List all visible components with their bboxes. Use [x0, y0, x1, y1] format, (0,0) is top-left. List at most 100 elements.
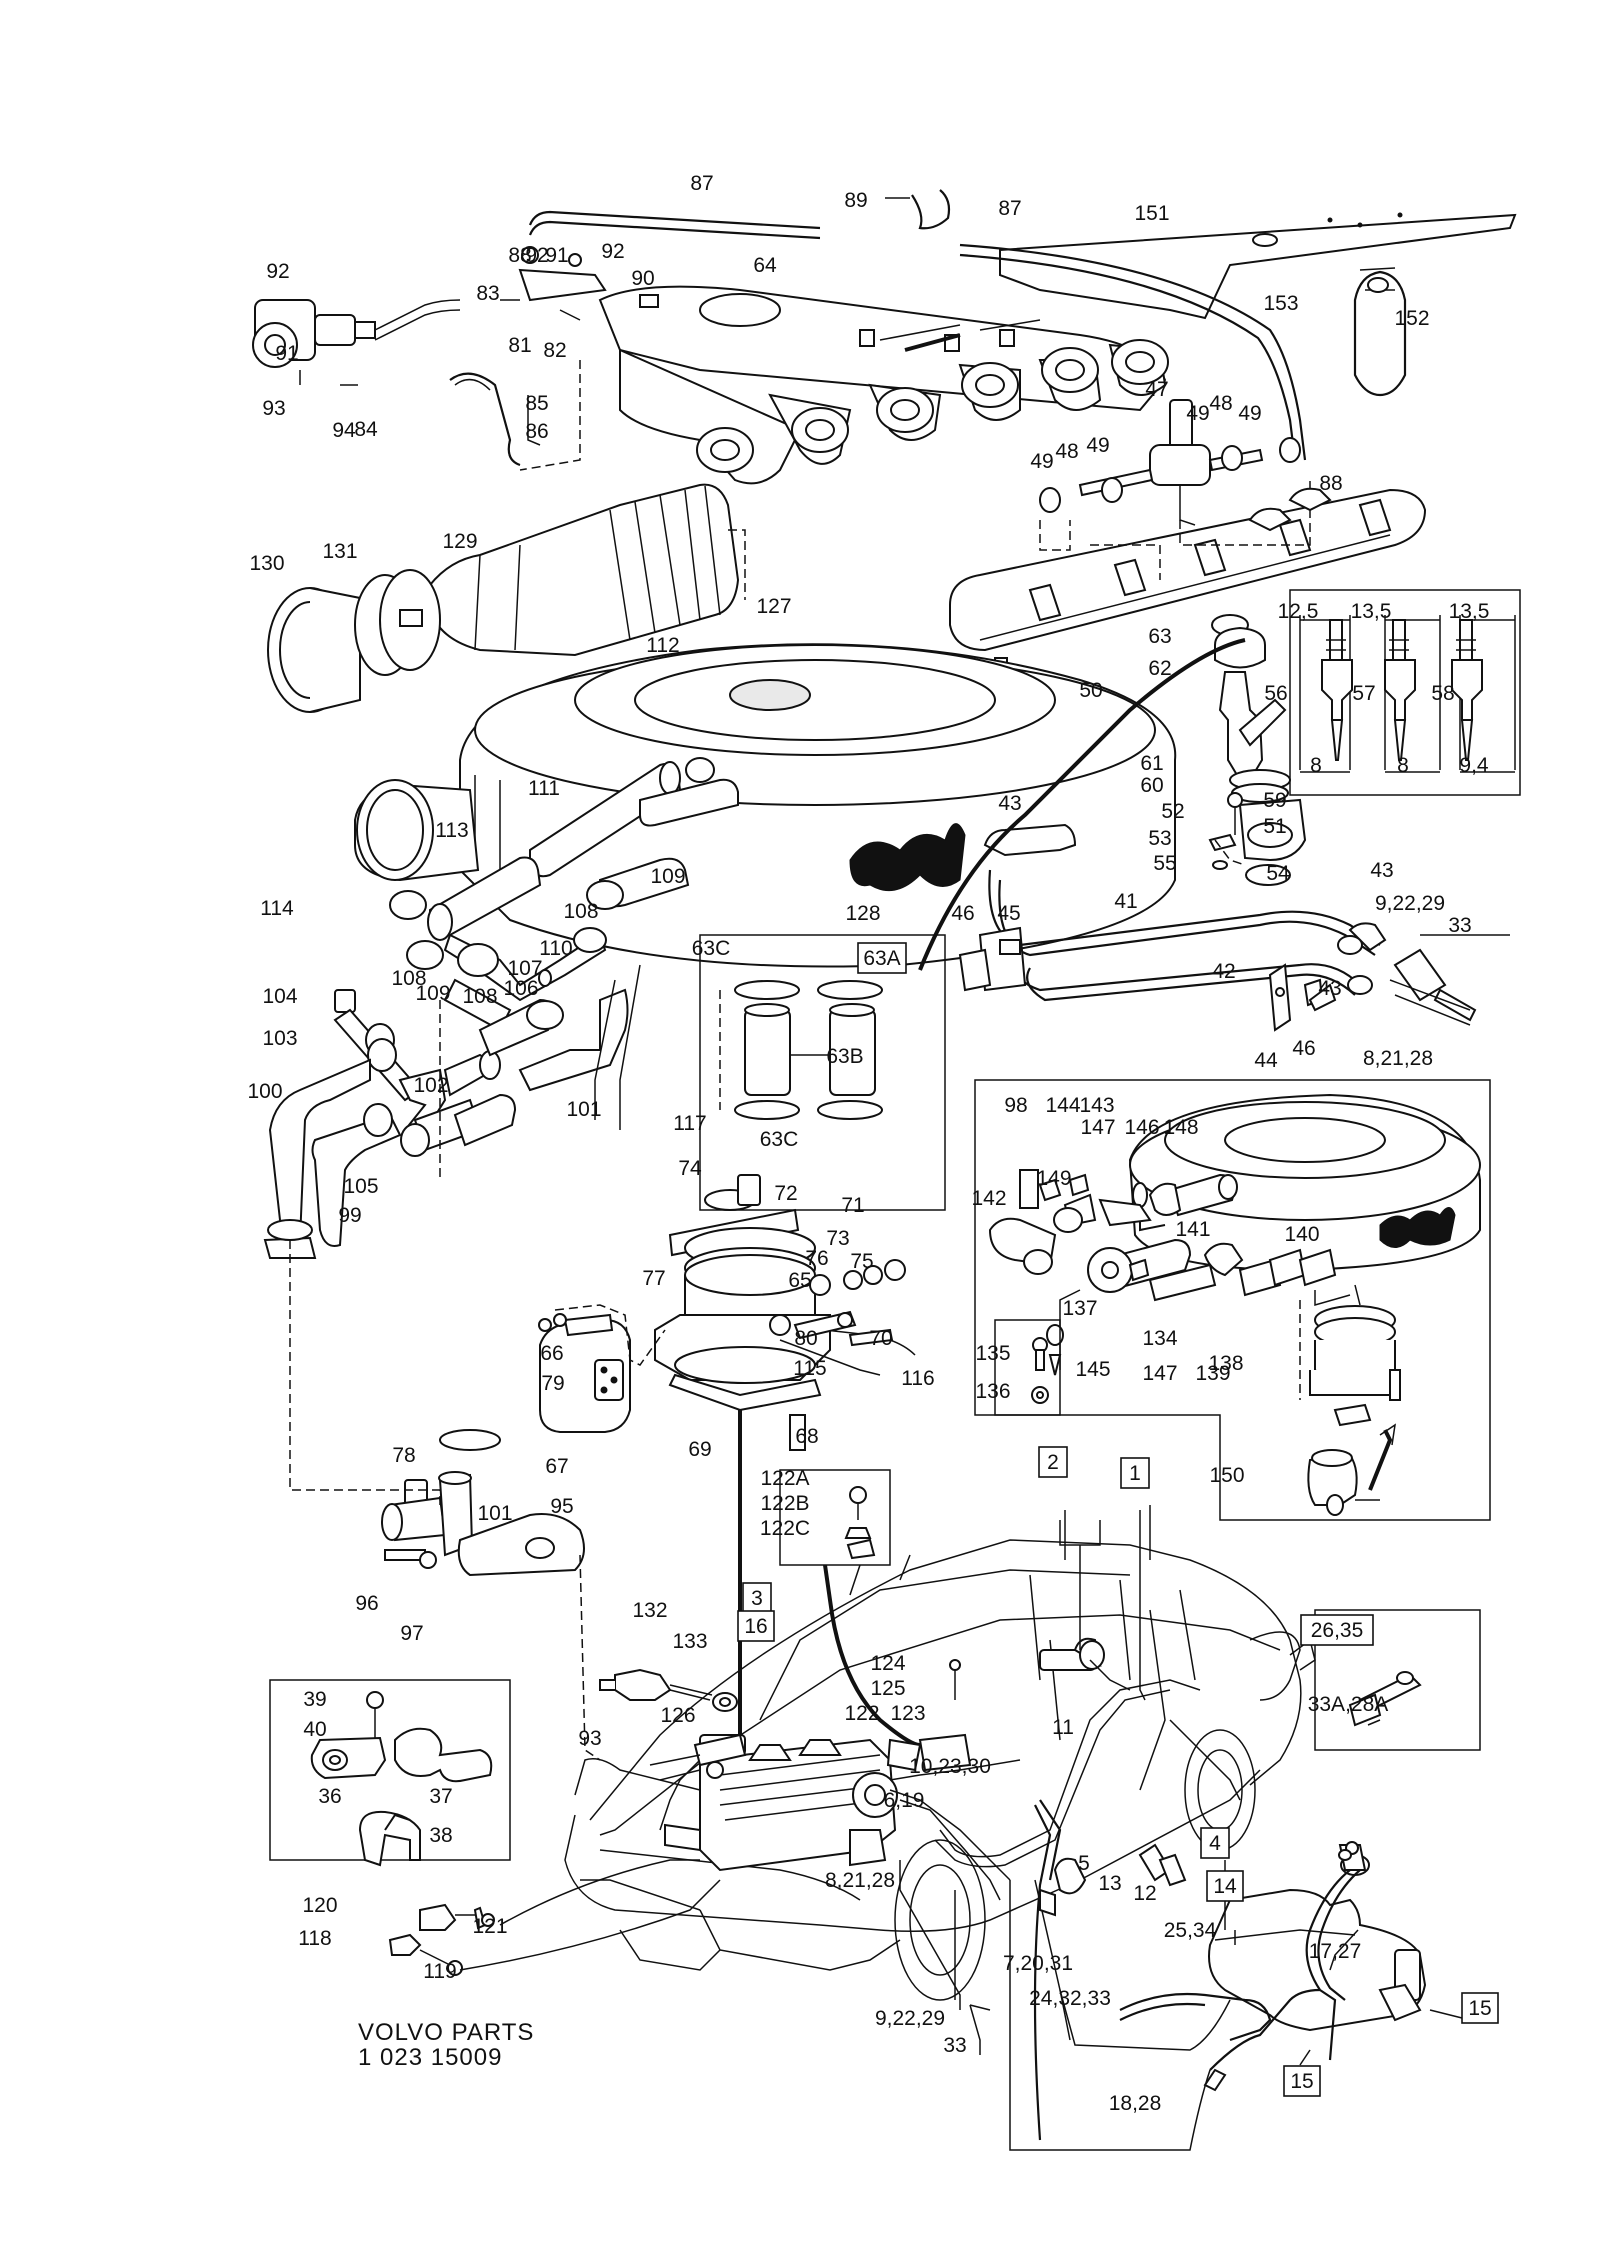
part-label: 97 — [400, 1622, 423, 1645]
part-label: 76 — [805, 1247, 828, 1270]
part-label: 4 — [1209, 1832, 1221, 1855]
part-label: 86 — [525, 420, 548, 443]
part-label: 91 — [545, 244, 568, 267]
part-label: 26,35 — [1311, 1619, 1364, 1642]
part-label: 33 — [943, 2034, 966, 2057]
part-label: 36 — [318, 1785, 341, 1808]
part-label: 17,27 — [1309, 1940, 1362, 1963]
part-label: 72 — [774, 1182, 797, 1205]
part-label: 75 — [850, 1250, 873, 1273]
part-label: 64 — [753, 254, 777, 277]
part-label: 63C — [692, 937, 731, 960]
part-label: 113 — [435, 819, 468, 842]
part-label: 101 — [566, 1098, 601, 1121]
part-label: 92 — [601, 240, 624, 263]
part-label: 38 — [429, 1824, 452, 1847]
part-label: 149 — [1036, 1167, 1071, 1190]
part-label: 120 — [302, 1894, 337, 1917]
boxed-part-label: 15 — [1283, 2065, 1321, 2097]
part-label: 14 — [1213, 1875, 1237, 1898]
part-label: 16 — [744, 1615, 767, 1638]
part-label: 85 — [525, 392, 548, 415]
fastener-box-122 — [779, 1469, 921, 1747]
part-label: 122A — [760, 1467, 809, 1490]
part-label: 100 — [247, 1080, 282, 1103]
part-label: 49 — [1186, 402, 1209, 425]
part-label: 127 — [756, 595, 791, 618]
part-label: 117 — [673, 1112, 706, 1135]
part-label: 40 — [303, 1718, 326, 1741]
part-label: 15 — [1290, 2070, 1313, 2093]
footer: VOLVO PARTS 1 023 15009 — [358, 2019, 533, 2071]
boxed-part-label: 14 — [1206, 1870, 1244, 1902]
part-label: 44 — [1254, 1049, 1278, 1072]
clamp-84 — [449, 360, 581, 471]
part-label: 87 — [690, 172, 713, 195]
part-label: 142 — [971, 1187, 1006, 1210]
part-label: 59 — [1263, 789, 1286, 812]
part-label: 126 — [660, 1704, 695, 1727]
part-label: 79 — [541, 1372, 564, 1395]
clip-detail-box — [269, 1679, 511, 1867]
part-label: 145 — [1075, 1358, 1110, 1381]
part-label: 50 — [1079, 679, 1102, 702]
part-label: 123 — [890, 1702, 925, 1725]
part-label: 128 — [845, 902, 880, 925]
part-label: 43 — [1318, 977, 1341, 1000]
part-label: 115 — [793, 1357, 826, 1380]
heat-shield-151 — [999, 212, 1517, 320]
part-label: 5 — [1078, 1852, 1090, 1875]
part-label: 129 — [442, 530, 477, 553]
part-label: 8,21,28 — [825, 1869, 895, 1892]
part-label: 62 — [1148, 657, 1171, 680]
part-label: 93 — [262, 397, 285, 420]
part-label: 152 — [1394, 307, 1429, 330]
part-label: 52 — [1161, 800, 1184, 823]
clip-152 — [1353, 267, 1407, 397]
part-label: 63B — [826, 1045, 863, 1068]
part-label: 10,23,30 — [909, 1755, 991, 1778]
part-label: 66 — [540, 1342, 563, 1365]
part-label: 63 — [1148, 625, 1171, 648]
part-label: 104 — [262, 985, 297, 1008]
part-label: 43 — [1370, 859, 1393, 882]
part-label: 103 — [262, 1027, 297, 1050]
part-label: 92 — [525, 244, 548, 267]
hose-assembly-100-107 — [263, 964, 641, 1259]
part-label: 49 — [1086, 434, 1109, 457]
part-label: 109 — [650, 865, 685, 888]
part-label: 135 — [975, 1342, 1010, 1365]
clip-89 — [885, 189, 951, 230]
part-label: 13,5 — [1449, 600, 1490, 623]
part-label: 153 — [1263, 292, 1298, 315]
part-label: 133 — [672, 1630, 707, 1653]
part-label: 71 — [841, 1194, 864, 1217]
air-filter-element-128 — [849, 823, 966, 892]
part-label: 150 — [1209, 1464, 1244, 1487]
part-label: 46 — [951, 902, 974, 925]
part-label: 140 — [1284, 1223, 1319, 1246]
part-label: 83 — [476, 282, 499, 305]
part-label: 63C — [760, 1128, 799, 1151]
part-label: 105 — [343, 1175, 378, 1198]
part-label: 116 — [901, 1367, 934, 1390]
part-label: 49 — [1030, 450, 1053, 473]
part-label: 137 — [1062, 1297, 1097, 1320]
fuel-lines-41-42 — [918, 638, 1510, 1032]
part-label: 81 — [508, 334, 531, 357]
part-label: 18,28 — [1109, 2092, 1162, 2115]
engine-block — [659, 1734, 1021, 1901]
part-label: 33 — [1448, 914, 1471, 937]
part-label: 101 — [477, 1502, 512, 1525]
part-label: 9,22,29 — [875, 2007, 945, 2030]
part-label: 110 — [539, 937, 572, 960]
part-label: 9,22,29 — [1375, 892, 1445, 915]
sensors-132-133 — [574, 1668, 747, 1796]
part-label: 88 — [508, 244, 531, 267]
part-label: 9,4 — [1459, 754, 1489, 777]
fuel-lines-car — [886, 1510, 1241, 2151]
hose-union-95 — [289, 1240, 601, 1761]
part-label: 93 — [578, 1727, 601, 1750]
fuel-tank-assembly — [1119, 1841, 1427, 2092]
